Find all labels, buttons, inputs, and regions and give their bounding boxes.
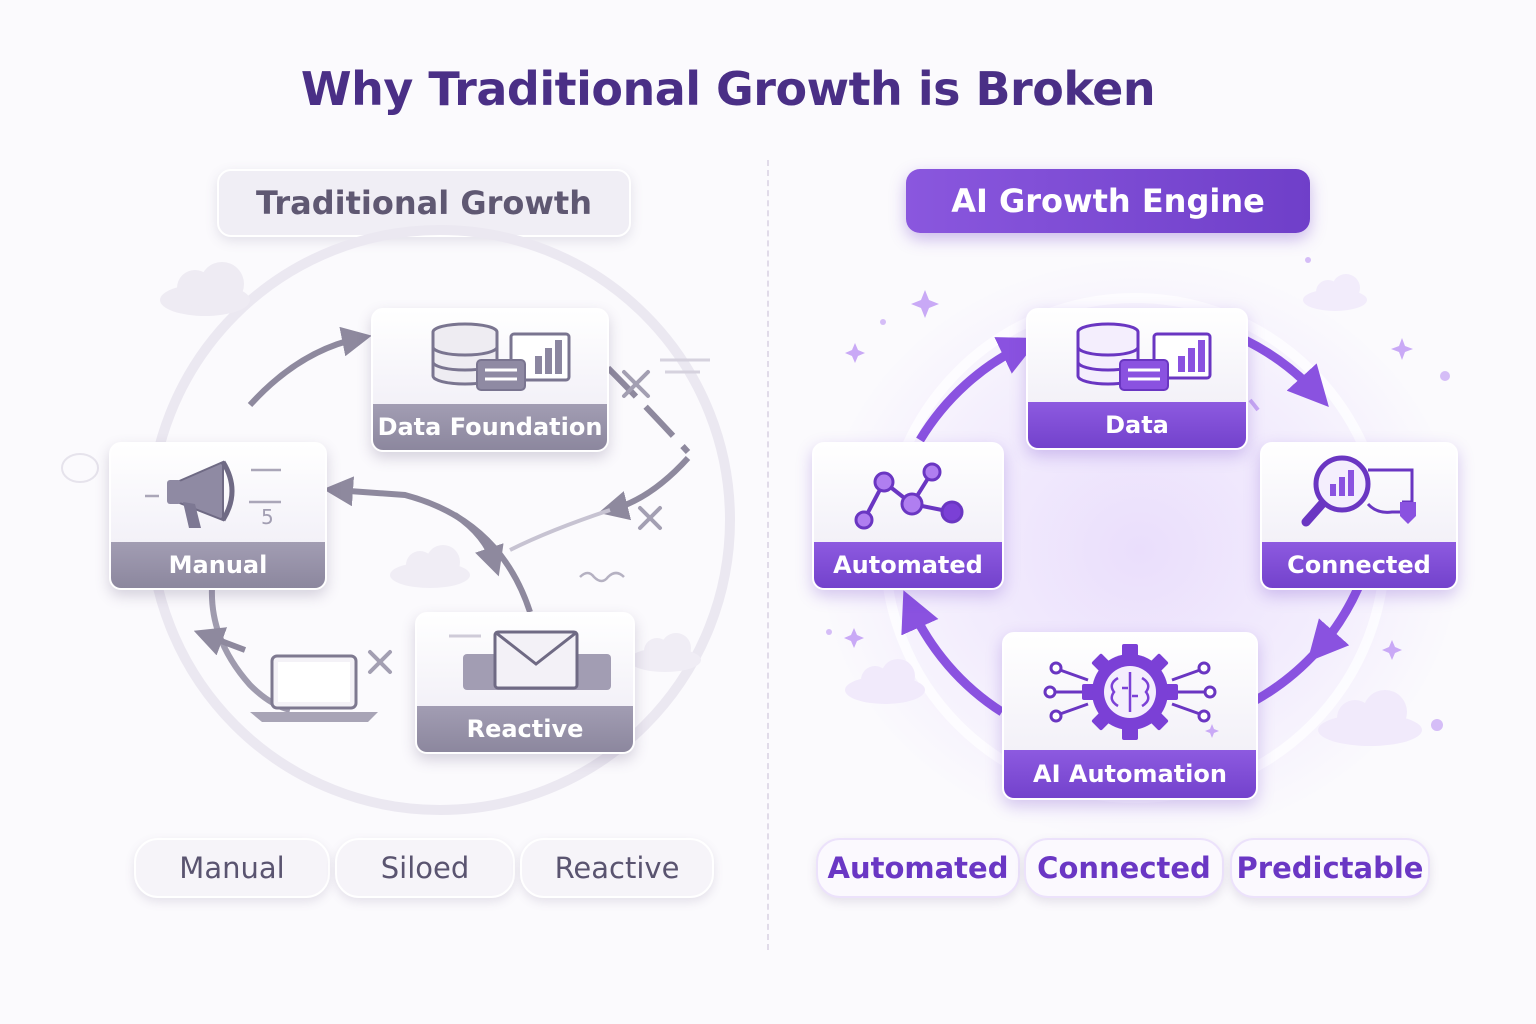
broken-arrow [610, 458, 688, 510]
card-reactive: Reactive [415, 612, 635, 754]
card-data-foundation-ai: Data Foundation [1026, 308, 1248, 450]
tag-reactive: Reactive [520, 838, 714, 898]
laptop-icon [250, 656, 378, 722]
cycle-arrow [1318, 588, 1358, 650]
cloud-icon [390, 545, 470, 588]
card-label: Reactive [417, 706, 633, 752]
card-automated: Automated [812, 442, 1004, 590]
card-data-foundation-traditional: Data Foundation [371, 308, 609, 452]
tag-manual: Manual [134, 838, 330, 898]
card-label: Automated [814, 542, 1002, 588]
x-icon [370, 652, 390, 672]
cycle-arrow [910, 605, 1002, 712]
broken-arrow [510, 510, 610, 550]
tag-siloed: Siloed [335, 838, 515, 898]
network-graph-icon [814, 444, 1002, 542]
cycle-arrow [1250, 400, 1258, 410]
megaphone-icon: 5 [111, 444, 325, 542]
broken-arrow [608, 368, 688, 452]
cycle-arrow [1256, 650, 1318, 700]
card-label: Connected [1262, 542, 1456, 588]
card-label: Data Foundation [1028, 402, 1246, 448]
card-label: Manual [111, 542, 325, 588]
database-icon [1028, 310, 1246, 402]
cloud-icon [160, 262, 250, 316]
svg-text:5: 5 [261, 505, 274, 529]
card-label: AI Automation [1004, 750, 1256, 798]
x-icon [640, 508, 660, 528]
ai-brain-gear-icon [1004, 634, 1256, 750]
envelope-icon [417, 614, 633, 706]
squiggle-icon [580, 573, 624, 581]
card-ai-automation: AI Automation [1002, 632, 1258, 800]
cloud-icon [1303, 274, 1367, 311]
tag-connected: Connected [1024, 838, 1224, 898]
tag-automated: Automated [816, 838, 1020, 898]
card-connected: Connected [1260, 442, 1458, 590]
magnifier-chart-icon [1262, 444, 1456, 542]
card-label: Data Foundation [373, 404, 607, 450]
tag-predictable: Predictable [1230, 838, 1430, 898]
card-manual: 5 Manual [109, 442, 327, 590]
cloud-icon [629, 633, 701, 672]
decor-circle [62, 454, 98, 482]
database-icon [373, 310, 607, 404]
broken-arrow [250, 338, 360, 405]
